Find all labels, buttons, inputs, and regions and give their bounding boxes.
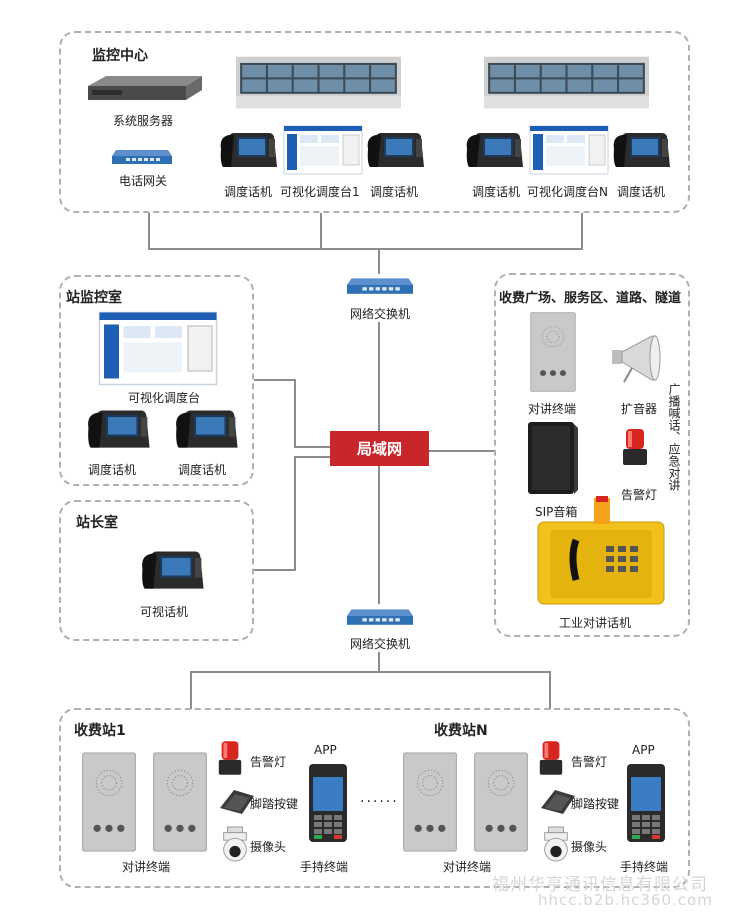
station-monitor-box — [59, 275, 254, 486]
amplifier-label: 扩音器 — [621, 402, 658, 416]
toll-stations-box — [59, 708, 690, 888]
connector — [148, 213, 150, 249]
dispatch-phone-label: 调度话机 — [224, 185, 273, 199]
intercom-panel-icon — [471, 752, 531, 852]
gateway-label: 电话网关 — [119, 174, 168, 188]
alarm-light-icon — [620, 418, 650, 476]
handheld-label: 手持终端 — [620, 860, 669, 874]
toll-stationN-title: 收费站N — [434, 723, 488, 739]
station-master-title: 站长室 — [76, 515, 118, 531]
station-alarm-label: 告警灯 — [571, 755, 608, 769]
watermark-company: 福州华亨通讯信息有限公司 — [492, 875, 708, 895]
lan-node: 局域网 — [330, 431, 429, 466]
console-screen-icon — [96, 311, 220, 386]
broadcast-note: 广播喊话、应急对讲 — [667, 383, 681, 491]
dispatch-phone-icon — [140, 545, 206, 593]
toll-alarm-label: 告警灯 — [621, 488, 658, 502]
dispatch-phone-icon — [86, 404, 152, 452]
connector — [294, 456, 296, 570]
intercom-panel-icon — [79, 752, 139, 852]
industrial-phone-label: 工业对讲话机 — [559, 616, 632, 630]
connector — [320, 213, 322, 249]
server-icon — [88, 76, 202, 100]
connector — [378, 248, 380, 274]
industrial-phone-icon — [537, 496, 665, 605]
toll-area-title: 收费广场、服务区、道路、隧道 — [499, 291, 682, 306]
station-phone-label: 调度话机 — [178, 463, 227, 477]
connector — [294, 379, 296, 447]
connector — [254, 569, 296, 571]
station-console-label: 可视化调度台 — [128, 391, 201, 405]
dispatch-phone-label: 调度话机 — [370, 185, 419, 199]
station-alarm-label: 告警灯 — [250, 755, 287, 769]
handheld-label: 手持终端 — [300, 860, 349, 874]
connector — [294, 456, 330, 458]
connector — [429, 450, 495, 452]
handheld-terminal-icon — [308, 762, 348, 844]
dome-camera-icon — [218, 824, 252, 864]
connector — [190, 671, 192, 709]
station-monitor-title: 站监控室 — [66, 290, 122, 306]
connector — [581, 213, 583, 249]
dome-camera-icon — [539, 824, 573, 864]
foot-pedal-label: 脚踏按键 — [250, 797, 299, 811]
alarm-light-icon — [537, 738, 565, 778]
sip-speaker-icon — [528, 422, 578, 494]
sip-speaker-label: SIP音箱 — [535, 505, 578, 519]
station-master-box — [59, 500, 254, 641]
switch-top-label: 网络交换机 — [350, 307, 411, 321]
dispatch-phone-icon — [219, 127, 279, 171]
monitor-center-box — [59, 31, 690, 213]
dispatch-phone-icon — [174, 404, 240, 452]
console1-label: 可视化调度台1 — [280, 185, 360, 199]
connector — [190, 671, 551, 673]
console-screen-icon — [526, 125, 612, 175]
gateway-icon — [106, 146, 178, 166]
connector — [148, 248, 583, 250]
dispatch-phone-icon — [465, 127, 525, 171]
app-label: APP — [632, 743, 655, 757]
dispatch-phone-label: 调度话机 — [472, 185, 521, 199]
server-label: 系统服务器 — [113, 114, 174, 128]
toll-area-box — [494, 273, 690, 637]
video-phone-label: 可视话机 — [140, 605, 189, 619]
connector — [549, 671, 551, 709]
toll-intercom-label: 对讲终端 — [443, 860, 492, 874]
console-screen-icon — [280, 125, 366, 175]
alarm-light-icon — [216, 738, 244, 778]
monitor-center-title: 监控中心 — [92, 48, 148, 64]
video-wall-icon — [236, 55, 401, 110]
intercom-panel-icon — [530, 312, 576, 392]
intercom-panel-icon — [400, 752, 460, 852]
foot-pedal-label: 脚踏按键 — [571, 797, 620, 811]
app-label: APP — [314, 743, 337, 757]
switch-icon — [344, 274, 416, 296]
toll-intercom-label: 对讲终端 — [528, 402, 577, 416]
toll-intercom-label: 对讲终端 — [122, 860, 171, 874]
dispatch-phone-label: 调度话机 — [617, 185, 666, 199]
switch-bottom-label: 网络交换机 — [350, 637, 411, 651]
dispatch-phone-icon — [366, 127, 426, 171]
station-phone-label: 调度话机 — [88, 463, 137, 477]
intercom-panel-icon — [150, 752, 210, 852]
watermark-site: hhcc.b2b.hc360.com — [538, 891, 713, 909]
toll-station1-title: 收费站1 — [74, 723, 126, 739]
camera-label: 摄像头 — [250, 840, 287, 854]
connector — [254, 379, 294, 381]
switch-icon — [344, 605, 416, 627]
consoleN-label: 可视化调度台N — [527, 185, 608, 199]
connector — [378, 652, 380, 672]
connector — [294, 446, 330, 448]
video-wall-icon — [484, 55, 649, 110]
dispatch-phone-icon — [612, 127, 672, 171]
handheld-terminal-icon — [626, 762, 666, 844]
ellipsis: ...... — [360, 790, 399, 806]
horn-speaker-icon — [612, 335, 661, 383]
camera-label: 摄像头 — [571, 840, 608, 854]
